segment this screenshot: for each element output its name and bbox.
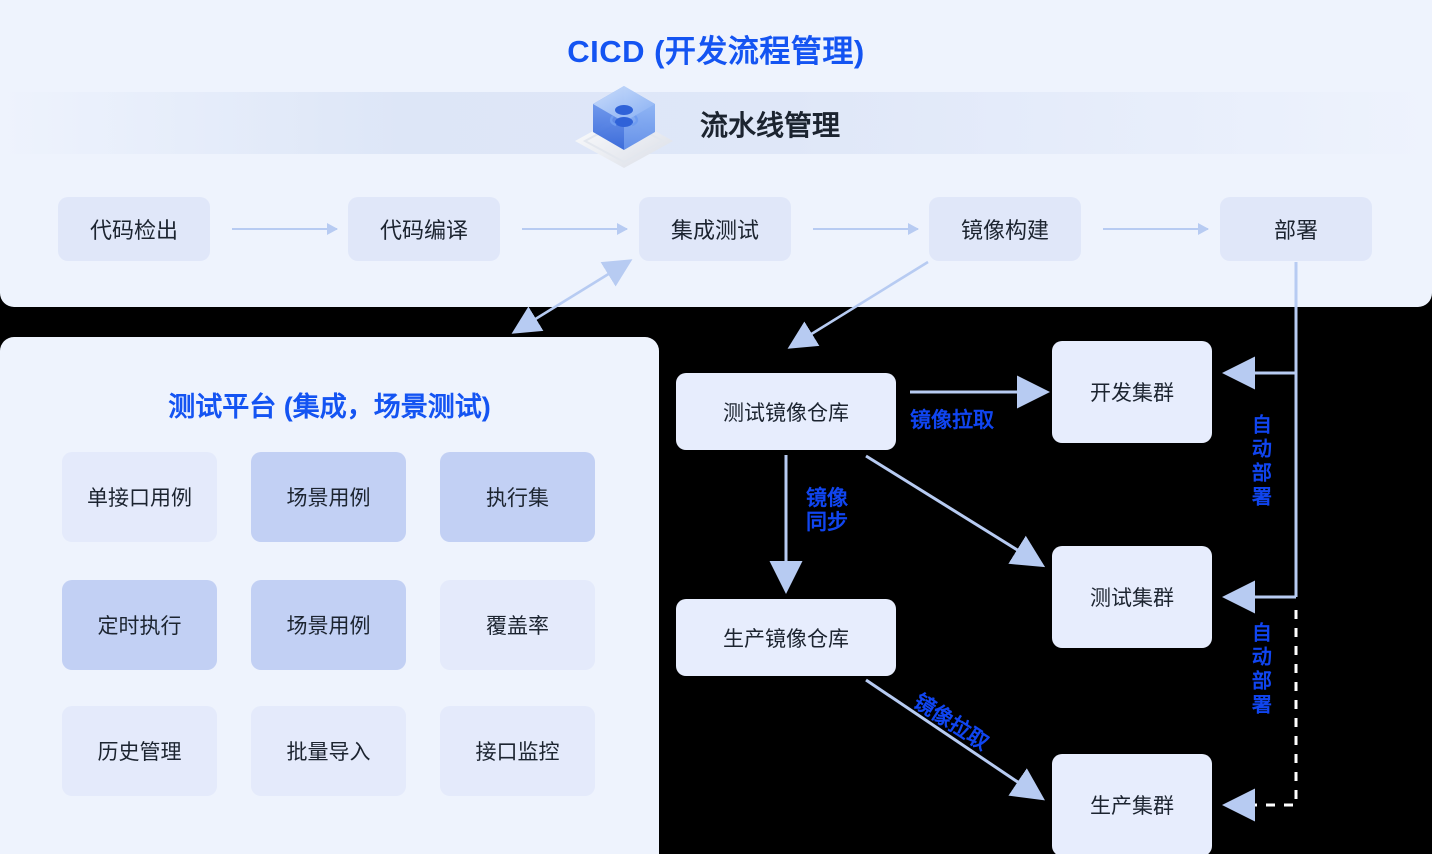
pipeline-step-3-label: 镜像构建 xyxy=(960,218,1049,243)
test-platform-title: 测试平台 (集成，场景测试) xyxy=(168,392,491,422)
test-cell-2-label: 执行集 xyxy=(486,487,549,510)
pipeline-step-2[interactable]: 集成测试 xyxy=(639,197,791,261)
node-test-cluster[interactable]: 测试集群 xyxy=(1052,546,1212,648)
edge-test-registry-to-test-cluster xyxy=(865,454,1046,568)
pipeline-step-0[interactable]: 代码检出 xyxy=(58,197,210,261)
pipeline-step-4[interactable]: 部署 xyxy=(1220,197,1372,261)
pipeline-step-0-label: 代码检出 xyxy=(89,218,178,243)
edge-label-auto-deploy-prod: 自动部署 xyxy=(1248,622,1271,718)
pipeline-arrow-1 xyxy=(522,223,628,235)
pipeline-step-1[interactable]: 代码编译 xyxy=(348,197,500,261)
node-dev-cluster[interactable]: 开发集群 xyxy=(1052,341,1212,443)
pipeline-section-label: 流水线管理 xyxy=(700,110,841,141)
test-platform-panel: 测试平台 (集成，场景测试) 单接口用例 场景用例 执行集 定时执行 场景用例 … xyxy=(0,337,659,854)
test-cell-0-label: 单接口用例 xyxy=(87,487,192,510)
test-cell-7-label: 批量导入 xyxy=(286,741,371,764)
pipeline-step-4-label: 部署 xyxy=(1273,218,1318,243)
edge-label-auto-deploy-dev: 自动部署 xyxy=(1248,414,1271,510)
test-cell-5-label: 覆盖率 xyxy=(486,615,549,638)
node-test-image-registry-label: 测试镜像仓库 xyxy=(723,401,849,425)
test-cell-8-label: 接口监控 xyxy=(475,741,560,764)
test-cell-5[interactable]: 覆盖率 xyxy=(440,580,595,670)
test-cell-3-label: 定时执行 xyxy=(97,615,182,638)
edge-label-pull-to-dev: 镜像拉取 xyxy=(910,409,994,432)
node-test-cluster-label: 测试集群 xyxy=(1090,587,1174,610)
test-cell-3[interactable]: 定时执行 xyxy=(62,580,217,670)
pipeline-arrow-2 xyxy=(813,223,919,235)
test-cell-4[interactable]: 场景用例 xyxy=(251,580,406,670)
node-prod-cluster-label: 生产集群 xyxy=(1090,795,1174,818)
test-cell-7[interactable]: 批量导入 xyxy=(251,706,406,796)
banner-gradient-strip xyxy=(0,92,1432,154)
cicd-panel: CICD (开发流程管理) xyxy=(0,0,1432,307)
node-test-image-registry[interactable]: 测试镜像仓库 xyxy=(676,373,896,450)
pipeline-step-3[interactable]: 镜像构建 xyxy=(929,197,1081,261)
node-prod-image-registry[interactable]: 生产镜像仓库 xyxy=(676,599,896,676)
test-cell-1-label: 场景用例 xyxy=(286,487,371,510)
test-cell-4-label: 场景用例 xyxy=(286,615,371,638)
test-cell-6[interactable]: 历史管理 xyxy=(62,706,217,796)
edge-label-image-sync: 镜像 同步 xyxy=(806,487,848,534)
node-dev-cluster-label: 开发集群 xyxy=(1090,382,1174,405)
pipeline-step-1-label: 代码编译 xyxy=(379,218,468,243)
test-cell-0[interactable]: 单接口用例 xyxy=(62,452,217,542)
page-title: CICD (开发流程管理) xyxy=(567,34,865,69)
pipeline-arrow-0 xyxy=(232,223,338,235)
pipeline-step-2-label: 集成测试 xyxy=(670,218,759,243)
edge-label-pull-to-prod: 镜像拉取 xyxy=(909,690,993,756)
test-cell-2[interactable]: 执行集 xyxy=(440,452,595,542)
pipeline-cube-icon xyxy=(569,84,679,168)
node-prod-cluster[interactable]: 生产集群 xyxy=(1052,754,1212,854)
test-cell-6-label: 历史管理 xyxy=(97,741,182,764)
pipeline-arrow-3 xyxy=(1103,223,1209,235)
test-cell-8[interactable]: 接口监控 xyxy=(440,706,595,796)
node-prod-image-registry-label: 生产镜像仓库 xyxy=(723,627,849,651)
test-cell-1[interactable]: 场景用例 xyxy=(251,452,406,542)
